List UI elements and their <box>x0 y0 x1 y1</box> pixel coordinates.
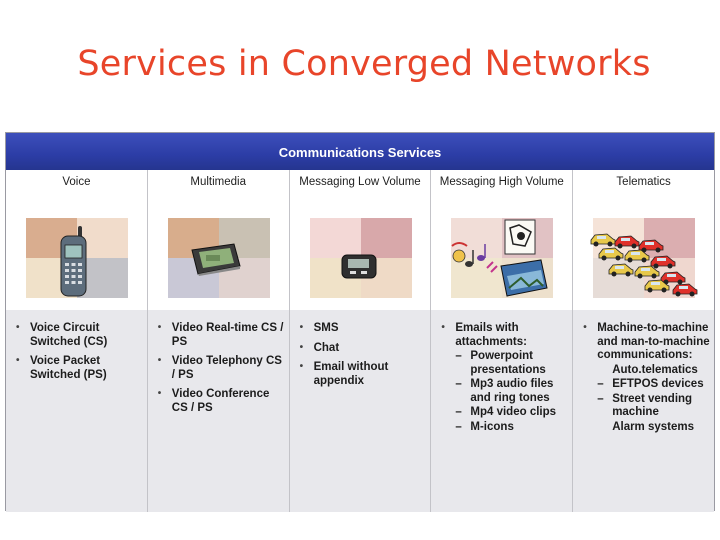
service-list: SMS Chat Email without appendix <box>298 321 427 394</box>
service-list: Voice Circuit Switched (CS) Voice Packet… <box>14 321 143 388</box>
pda-device-icon <box>191 243 241 276</box>
service-item: Emails with attachments: Powerpoint pres… <box>439 321 568 434</box>
service-columns: Voice <box>6 170 714 512</box>
service-item: Video Conference CS / PS <box>156 387 285 415</box>
sub-item: Auto.telematics <box>612 363 698 376</box>
color-tile <box>309 218 361 258</box>
sub-item: Mp3 audio files and ring tones <box>455 378 568 405</box>
column-voice: Voice <box>6 170 148 512</box>
column-label: Messaging Low Volume <box>299 176 421 188</box>
column-header: Messaging Low Volume <box>289 170 431 310</box>
service-item-text: Emails with attachments: <box>455 322 527 348</box>
column-label: Messaging High Volume <box>439 176 564 188</box>
table-header-banner: Communications Services <box>6 133 714 170</box>
column-messaging-low-volume: Messaging Low Volume SMS Chat <box>289 170 432 512</box>
color-tile <box>360 218 412 258</box>
sub-list: Auto.telematics EFTPOS devices Street ve… <box>597 364 710 435</box>
color-tile <box>644 218 696 258</box>
service-item: Video Telephony CS / PS <box>156 354 285 382</box>
sub-item: Alarm systems <box>612 420 695 433</box>
column-body: Emails with attachments: Powerpoint pres… <box>431 310 573 512</box>
service-list: Machine-to-machine and man-to-machine co… <box>581 321 710 440</box>
tile-grid <box>309 218 412 298</box>
sub-list: Powerpoint presentations Mp3 audio files… <box>455 350 568 434</box>
sub-item: Powerpoint presentations <box>455 350 568 377</box>
column-header: Messaging High Volume <box>431 170 573 310</box>
sub-item: Street vending machine <box>597 393 710 420</box>
column-messaging-high-volume: Messaging High Volume <box>431 170 574 512</box>
sub-item: M-icons <box>455 421 568 435</box>
column-multimedia: Multimedia Video Real-time CS / PS <box>147 170 290 512</box>
service-list: Emails with attachments: Powerpoint pres… <box>439 321 568 440</box>
column-body: Video Real-time CS / PS Video Telephony … <box>147 310 289 512</box>
slide-title: Services in Converged Networks <box>77 44 651 84</box>
column-label: Voice <box>62 176 91 188</box>
mobile-phone-icon <box>60 226 87 297</box>
service-list: Video Real-time CS / PS Video Telephony … <box>156 321 285 421</box>
column-header: Multimedia <box>147 170 289 310</box>
service-item: Email without appendix <box>298 360 427 388</box>
pager-icon <box>341 254 377 279</box>
service-item: Machine-to-machine and man-to-machine co… <box>581 321 710 435</box>
column-telematics: Telematics <box>573 170 714 512</box>
column-label: Telematics <box>616 176 671 188</box>
column-header: Telematics <box>573 170 714 310</box>
service-item: SMS <box>298 321 427 336</box>
column-body: SMS Chat Email without appendix <box>289 310 431 512</box>
service-item: Voice Circuit Switched (CS) <box>14 321 143 349</box>
service-item: Chat <box>298 341 427 356</box>
column-label: Multimedia <box>190 176 246 188</box>
service-item: Voice Packet Switched (PS) <box>14 354 143 382</box>
column-body: Voice Circuit Switched (CS) Voice Packet… <box>6 310 147 512</box>
sub-item: Mp4 video clips <box>455 406 568 420</box>
column-header: Voice <box>6 170 147 310</box>
services-table: Communications Services Voice <box>5 132 715 512</box>
color-tile <box>451 258 503 298</box>
column-body: Machine-to-machine and man-to-machine co… <box>573 310 714 512</box>
service-item: Video Real-time CS / PS <box>156 321 285 349</box>
tile-grid <box>167 218 270 298</box>
sub-item: EFTPOS devices <box>597 378 710 392</box>
car-fleet-icon <box>590 233 698 297</box>
multimedia-clipart-icon <box>451 219 548 297</box>
service-item-text: Machine-to-machine and man-to-machine co… <box>597 322 710 361</box>
